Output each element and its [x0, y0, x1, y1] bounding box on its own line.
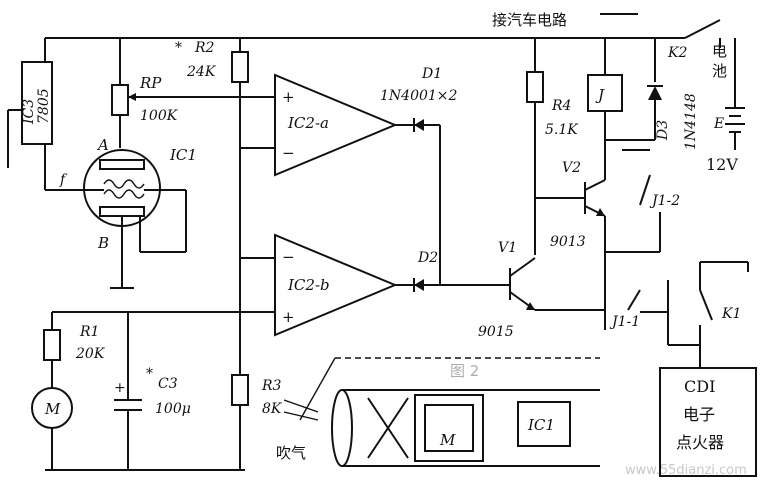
j12-ref: J1-2: [649, 193, 680, 209]
r4-ref: R4: [551, 98, 571, 114]
rp-value: 100K: [140, 108, 179, 124]
ic2b-minus: −: [282, 248, 295, 266]
battery-ref: E: [713, 116, 724, 132]
v1-part: 9015: [478, 324, 514, 340]
resistor-r1: R1 20K: [43, 312, 106, 388]
battery-voltage: 12V: [706, 155, 738, 174]
r2-ref: R2: [194, 40, 215, 56]
d1-ref: D1: [421, 66, 442, 82]
comparator-ic2a: + − IC2-a: [274, 73, 398, 177]
v2-part: 9013: [550, 234, 586, 250]
ic3-name: IC3: [21, 99, 37, 125]
tube-motor: M: [439, 431, 456, 449]
cdi-line1: CDI: [684, 377, 715, 396]
battery-name-2: 池: [712, 62, 727, 80]
ic2a-plus: +: [282, 88, 295, 106]
k2-label: K2: [667, 45, 687, 61]
battery-name-1: 电: [712, 42, 727, 60]
relay-ref: J: [595, 86, 605, 104]
r1-value: 20K: [75, 346, 106, 362]
r1-ref: R1: [79, 324, 99, 340]
resistor-r4: R4 5.1K: [526, 38, 579, 255]
c3-value: 100μ: [155, 401, 191, 417]
r2-star: *: [175, 40, 182, 56]
v1-ref: V1: [498, 240, 517, 256]
d3-part: 1N4148: [683, 93, 699, 150]
d3-ref: D3: [655, 120, 671, 141]
motor-label: M: [44, 400, 61, 418]
blow-tube-assembly: M IC1 吹气 图 2: [276, 357, 600, 467]
r4-value: 5.1K: [545, 122, 579, 138]
r2-value: 24K: [186, 64, 217, 80]
watermark: www.55dianzi.com: [625, 463, 747, 478]
r3-ref: R3: [261, 378, 282, 394]
d1-part: 1N4001×2: [380, 88, 458, 104]
relay-j: J: [587, 38, 623, 180]
resistor-r2: * R2 24K: [175, 38, 249, 375]
c3-ref: C3: [158, 376, 178, 392]
tube-sensor: IC1: [527, 416, 555, 434]
cdi-line3: 点火器: [676, 433, 724, 452]
figure-label: 图 2: [450, 362, 479, 380]
ic1-pin-f: f: [59, 172, 68, 188]
transistor-v1: V1 9015: [478, 240, 605, 340]
ic3-part: 7805: [36, 88, 52, 124]
regulator-ic3: IC3 7805 f: [7, 38, 88, 191]
j11-ref: J1-1: [609, 314, 640, 330]
r3-value: 8K: [262, 401, 283, 417]
contact-j11: J1-1: [604, 280, 669, 345]
diode-d2: D2: [395, 250, 510, 292]
v2-ref: V2: [562, 160, 581, 176]
d2-ref: D2: [417, 250, 438, 266]
car-circuit-label: 接汽车电路: [492, 11, 567, 29]
comparator-ic2b: − + IC2-b: [274, 233, 398, 337]
diode-d1: D1 1N4001×2: [380, 66, 458, 285]
ic1-pin-a: A: [96, 136, 109, 154]
blow-label: 吹气: [276, 444, 306, 462]
c3-pol: +: [114, 380, 126, 396]
k1-ref: K1: [721, 306, 741, 322]
battery-e: 电 池 E 12V: [706, 38, 745, 174]
transistor-v2: V2 9013: [550, 160, 606, 310]
ic2a-label: IC2-a: [287, 114, 329, 132]
switch-k2: K2: [667, 19, 721, 61]
motor-m: M: [31, 387, 73, 470]
ic1-pin-b: B: [97, 234, 109, 252]
potentiometer-rp: RP 100K: [111, 38, 275, 148]
contact-j12: J1-2: [605, 149, 680, 253]
ic2a-minus: −: [282, 144, 295, 162]
cdi-igniter: CDI 电子 点火器: [659, 367, 757, 477]
ic2b-plus: +: [282, 308, 295, 326]
ic2b-label: IC2-b: [287, 276, 330, 294]
diode-d3: D3 1N4148: [605, 38, 699, 150]
resistor-r3: R3 8K: [231, 374, 283, 470]
cdi-line2: 电子: [683, 405, 715, 424]
ic1-ref: IC1: [169, 146, 197, 164]
c3-star: *: [146, 366, 153, 382]
gas-sensor-ic1: A B IC1: [83, 136, 197, 289]
capacitor-c3: + * C3 100μ: [114, 312, 191, 470]
switch-k1: K1: [699, 261, 749, 368]
rp-ref: RP: [139, 74, 162, 92]
